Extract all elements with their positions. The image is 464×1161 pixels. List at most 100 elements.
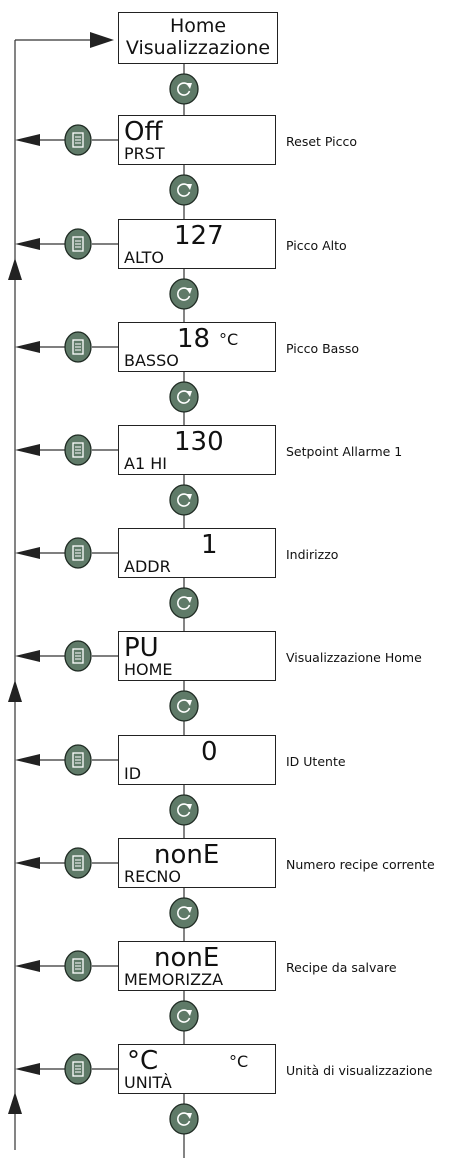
step-code: BASSO: [124, 351, 179, 370]
step-value-text: Off: [124, 117, 163, 147]
step-code: ID: [124, 764, 142, 783]
scroll-button-8: [169, 897, 199, 929]
cycle-arrow-icon: [177, 390, 192, 404]
step-display-box: 130 A1 HI: [118, 425, 276, 475]
page-icon: [72, 648, 84, 664]
step-code: ALTO: [124, 248, 165, 267]
home-arrow-head: [90, 32, 114, 48]
step-description: Indirizzo: [286, 547, 339, 562]
step-value: nonE: [154, 945, 219, 971]
step-code: HOME: [124, 660, 173, 679]
cycle-arrow-icon: [177, 803, 192, 817]
step-description: ID Utente: [286, 754, 346, 769]
step-value: nonE: [154, 842, 219, 868]
step-value-text: nonE: [154, 943, 220, 973]
page-icon: [72, 339, 84, 355]
page-icon: [72, 132, 84, 148]
scroll-button-1: [169, 174, 199, 206]
step-value: 0: [201, 739, 218, 765]
cycle-arrow-icon: [177, 287, 192, 301]
step-value-text: 130: [174, 427, 224, 457]
up-arrow-2: [8, 1092, 22, 1114]
page-icon: [72, 958, 84, 974]
cycle-arrow-icon: [177, 1112, 192, 1126]
scroll-button-9: [169, 1000, 199, 1032]
scroll-button-4: [169, 484, 199, 516]
step-code: RECNO: [124, 867, 181, 886]
step-description: Unità di visualizzazione: [286, 1063, 433, 1078]
cycle-arrow-icon: [177, 493, 192, 507]
scroll-button-10: [169, 1103, 199, 1135]
back-arrow-head: [15, 238, 40, 250]
step-value-text: 0: [201, 737, 218, 767]
step-description: Setpoint Allarme 1: [286, 444, 403, 459]
back-arrow-head: [15, 960, 40, 972]
back-arrow-head: [15, 134, 40, 146]
cycle-arrow-icon: [177, 1009, 192, 1023]
page-icon: [72, 752, 84, 768]
cycle-arrow-icon: [177, 596, 192, 610]
cycle-arrow-icon: [177, 183, 192, 197]
step-value-text: PU: [124, 633, 159, 663]
step-value: 130: [174, 429, 224, 455]
up-arrow-0: [8, 258, 22, 280]
page-icon: [72, 855, 84, 871]
scroll-button-3: [169, 381, 199, 413]
step-description: Picco Alto: [286, 238, 347, 253]
cycle-arrow-icon: [177, 82, 192, 96]
back-arrow-head: [15, 650, 40, 662]
page-icon: [72, 236, 84, 252]
step-value: 18: [177, 326, 210, 352]
back-arrow-head: [15, 341, 40, 353]
step-description: Numero recipe corrente: [286, 857, 435, 872]
page-icon: [72, 545, 84, 561]
home-display-box: Home Visualizzazione: [118, 12, 278, 64]
scroll-button-5: [169, 587, 199, 619]
step-description: Reset Picco: [286, 134, 358, 149]
step-value-text: 18: [177, 324, 211, 354]
step-description: Picco Basso: [286, 341, 360, 356]
home-line1: Home: [169, 15, 227, 37]
step-value: Off: [124, 119, 162, 145]
step-code: ADDR: [124, 557, 171, 576]
back-arrow-head: [15, 547, 40, 559]
step-description: Recipe da salvare: [286, 960, 397, 975]
scroll-button-6: [169, 690, 199, 722]
step-value-text: 1: [201, 530, 218, 560]
step-display-box: 18 °C BASSO: [118, 322, 276, 372]
back-arrow-head: [15, 754, 40, 766]
back-arrow-head: [15, 444, 40, 456]
back-arrow-head: [15, 857, 40, 869]
step-code: MEMORIZZA: [124, 970, 224, 989]
step-unit: °C: [229, 1052, 249, 1071]
step-unit: °C: [219, 330, 239, 349]
step-value: PU: [124, 635, 159, 661]
step-value-text: nonE: [154, 840, 220, 870]
scroll-button-7: [169, 794, 199, 826]
cycle-arrow-icon: [177, 699, 192, 713]
back-arrow-head: [15, 1063, 40, 1075]
step-value: °C: [127, 1048, 158, 1074]
scroll-button-2: [169, 278, 199, 310]
step-description: Visualizzazione Home: [286, 650, 422, 665]
home-line2: Visualizzazione: [125, 37, 271, 59]
step-code: PRST: [124, 144, 165, 163]
cycle-arrow-icon: [177, 906, 192, 920]
page-icon: [72, 1061, 84, 1077]
step-value-text: °C: [127, 1046, 159, 1076]
up-arrow-1: [8, 680, 22, 702]
step-value-text: 127: [174, 221, 224, 251]
step-code: A1 HI: [124, 454, 167, 473]
step-value: 127: [174, 223, 224, 249]
page-icon: [72, 442, 84, 458]
step-code: UNITÀ: [124, 1073, 172, 1092]
